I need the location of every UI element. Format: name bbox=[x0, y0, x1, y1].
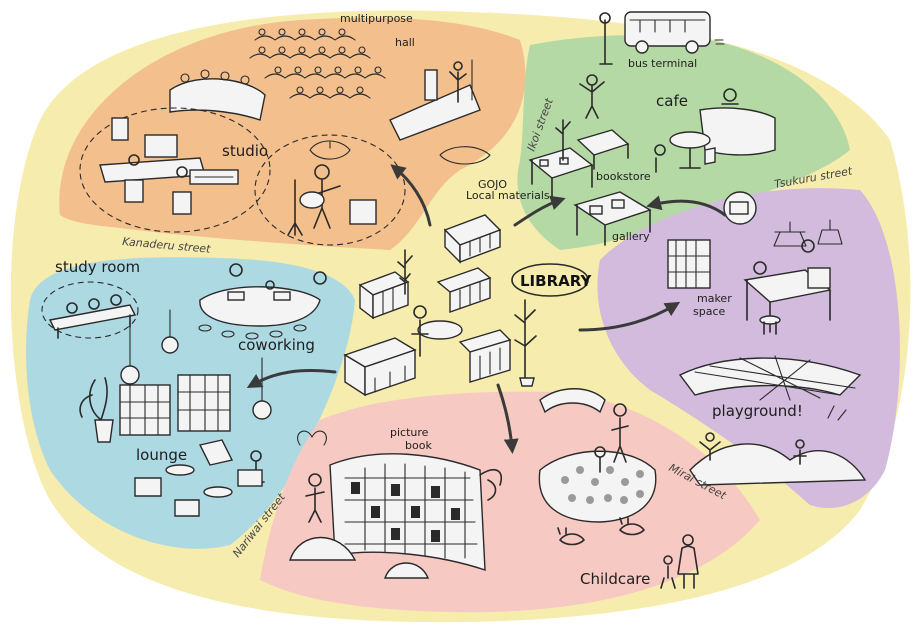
local-materials-line-1: GOJO bbox=[478, 178, 507, 191]
arrows bbox=[246, 164, 727, 454]
playground-sketch bbox=[678, 355, 867, 486]
library-sketch: LIBRARY GOJO Local materials bbox=[343, 146, 592, 397]
coworking-label: coworking bbox=[238, 336, 315, 354]
arrow-gallery bbox=[646, 195, 727, 217]
playground-label: playground! bbox=[712, 402, 803, 420]
cafe-sketch bbox=[654, 88, 776, 173]
bus-terminal-label: bus terminal bbox=[628, 57, 697, 70]
multipurpose-hall-line-1: multipurpose bbox=[340, 12, 413, 25]
arrow-to-childcare bbox=[496, 383, 519, 454]
studio-label: studio bbox=[222, 142, 268, 160]
maker-space-sketch bbox=[667, 191, 843, 335]
childcare-sketch bbox=[538, 388, 699, 589]
multipurpose-hall-label: multipurpose hall bbox=[340, 12, 416, 49]
local-materials-label: GOJO Local materials bbox=[466, 178, 550, 202]
arrow-to-studio bbox=[390, 164, 432, 227]
arrow-to-maker bbox=[578, 301, 681, 332]
picture-book-line-1: picture bbox=[390, 426, 429, 439]
maker-space-line-1: maker bbox=[697, 292, 732, 305]
arrow-to-bookstore bbox=[513, 195, 566, 227]
multipurpose-hall-line-2: hall bbox=[395, 36, 415, 49]
lounge-sketch bbox=[79, 319, 272, 517]
maker-space-label: maker space bbox=[693, 292, 735, 318]
coworking-sketch bbox=[161, 263, 327, 354]
studio-sketch bbox=[79, 69, 406, 246]
picture-book-label: picture book bbox=[390, 426, 432, 452]
lounge-label: lounge bbox=[136, 446, 187, 464]
multipurpose-hall-sketch bbox=[249, 28, 481, 141]
zone-pink bbox=[260, 391, 760, 613]
bookstore-label: bookstore bbox=[596, 170, 651, 183]
library-label-circle bbox=[511, 263, 589, 297]
picture-book-line-2: book bbox=[405, 439, 432, 452]
bookstore-sketch bbox=[528, 119, 652, 246]
picture-book-sketch bbox=[289, 430, 502, 579]
maker-space-line-2: space bbox=[693, 305, 726, 318]
bus-terminal-sketch bbox=[579, 11, 725, 119]
study-room-sketch bbox=[41, 281, 139, 339]
arrow-to-lounge bbox=[246, 369, 337, 388]
childcare-label: Childcare bbox=[580, 570, 650, 588]
gallery-label: gallery bbox=[612, 230, 650, 243]
local-materials-line-2: Local materials bbox=[466, 189, 550, 202]
cafe-label: cafe bbox=[656, 92, 688, 110]
library-label: LIBRARY bbox=[520, 272, 592, 290]
study-room-label: study room bbox=[55, 258, 140, 276]
